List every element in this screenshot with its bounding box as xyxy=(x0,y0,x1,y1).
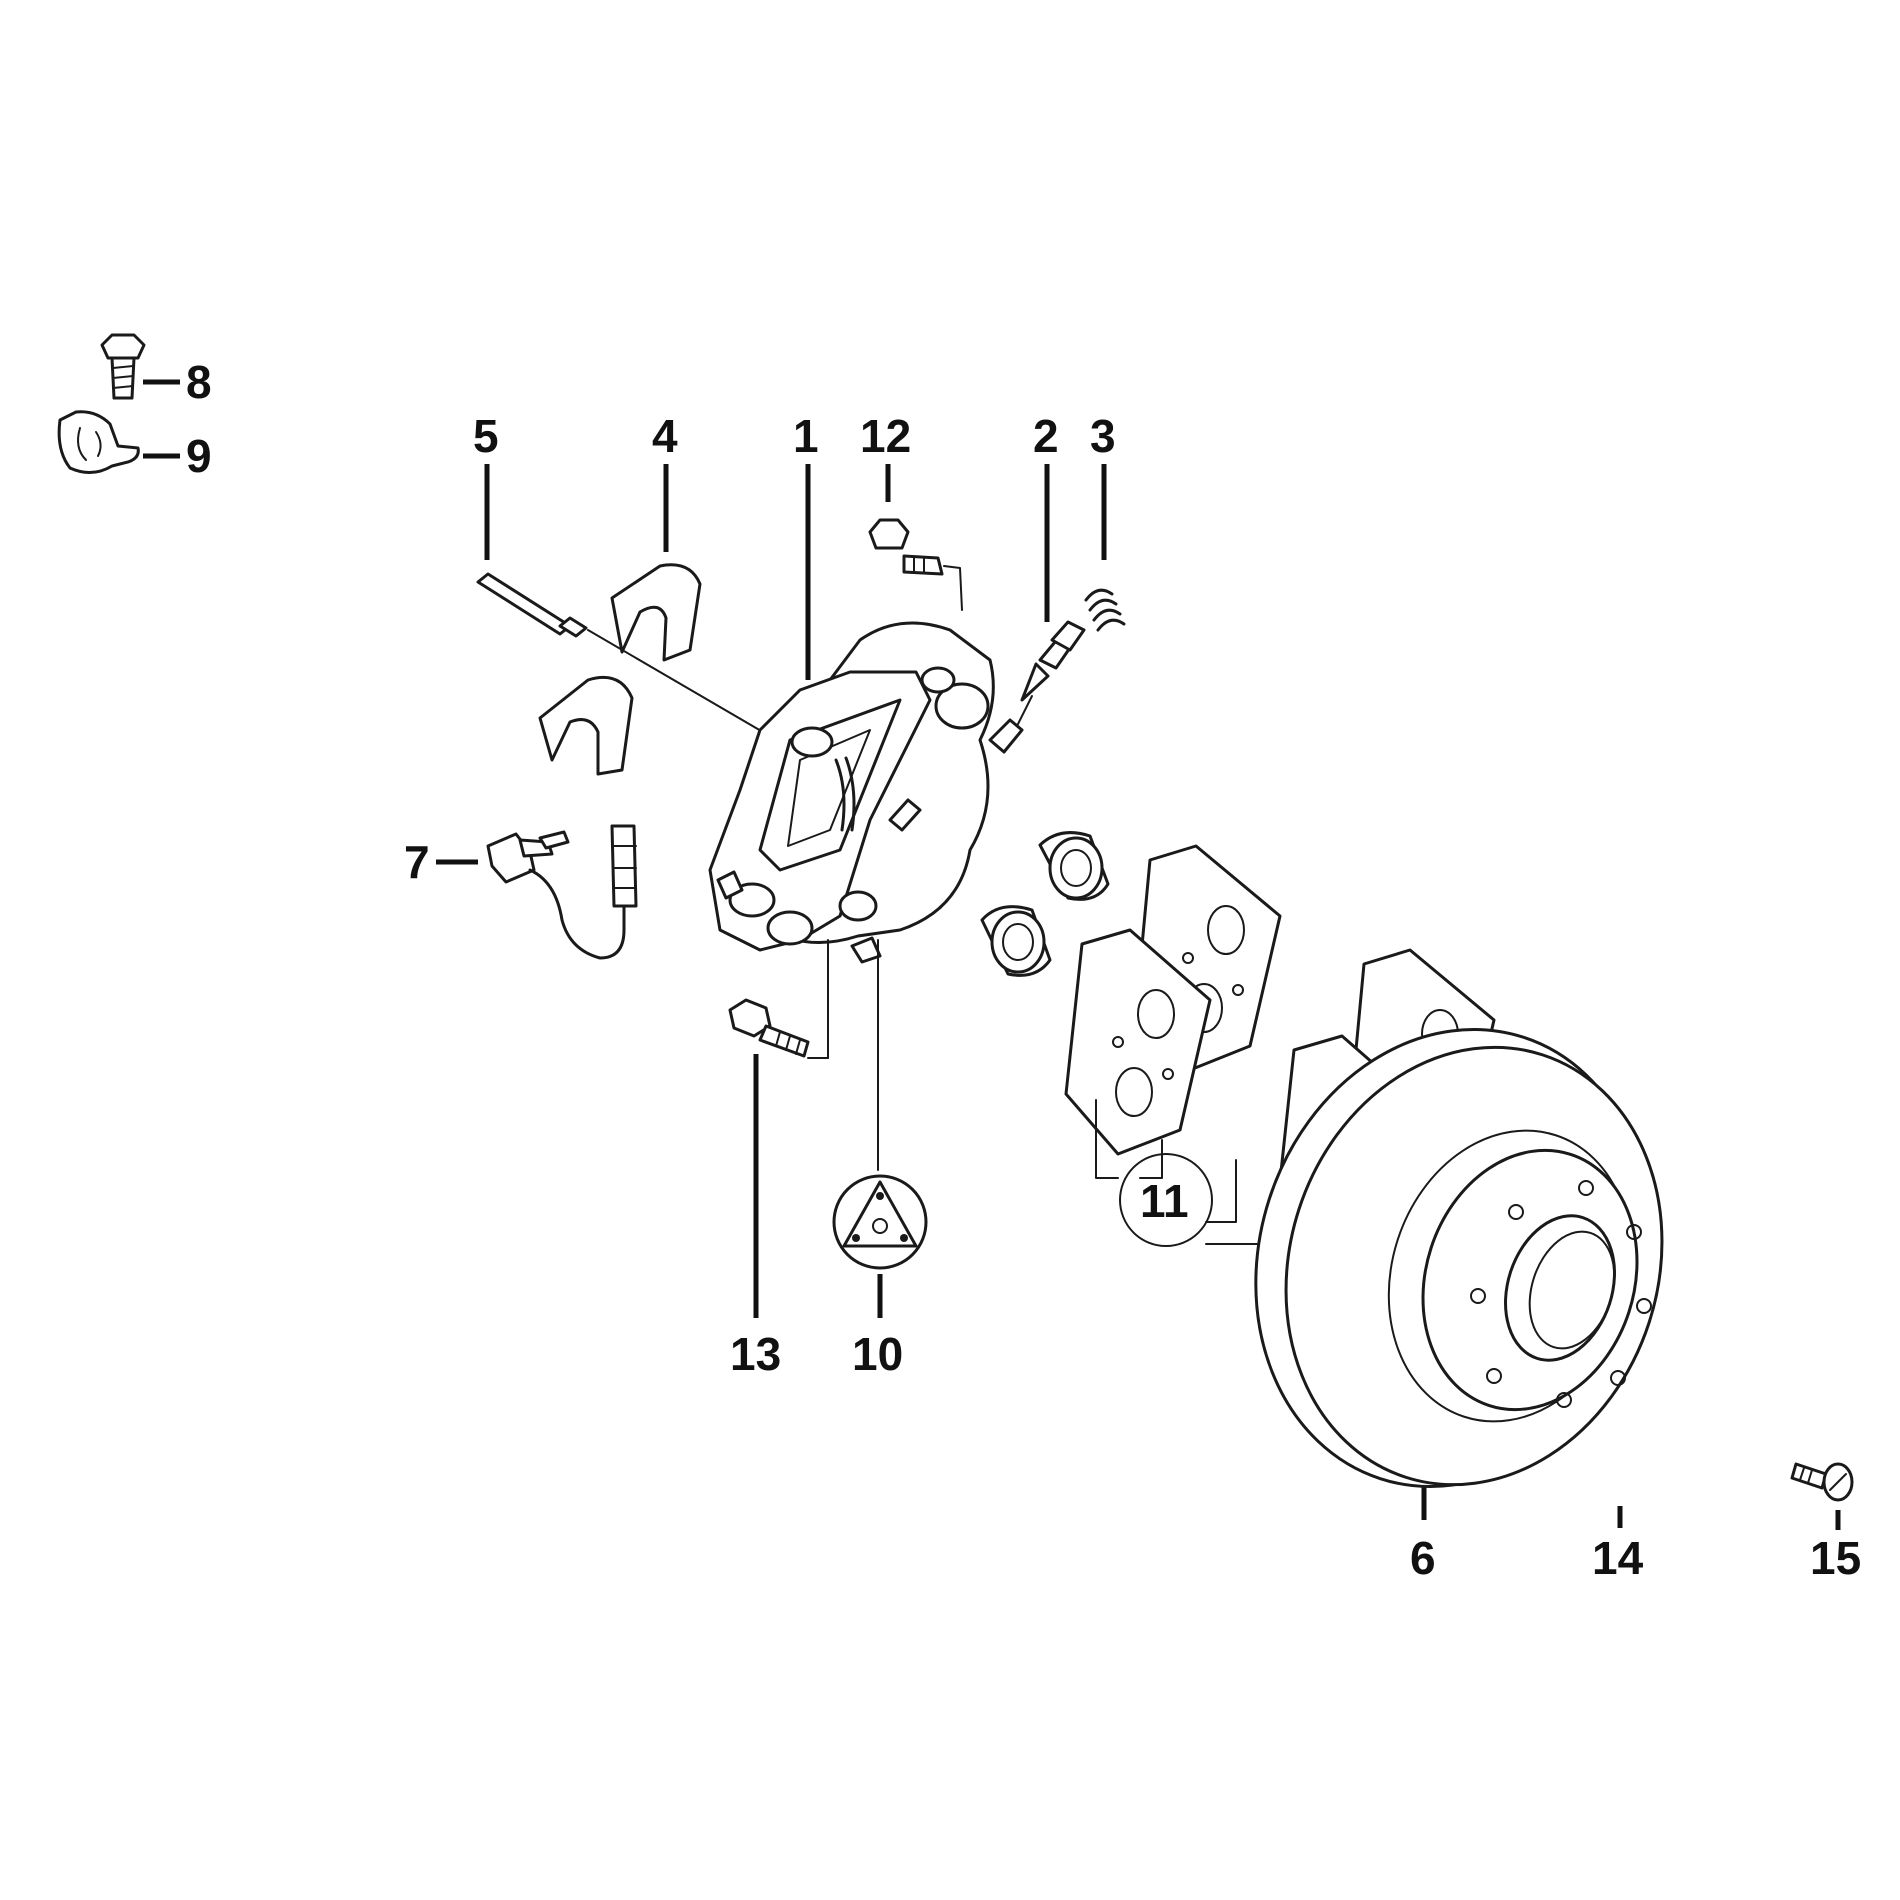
dust-cap-icon xyxy=(868,518,963,611)
brake-caliper-icon xyxy=(708,621,1024,1171)
callout-15: 15 xyxy=(1810,1532,1861,1584)
clip-icon xyxy=(57,410,140,474)
callout-7: 7 xyxy=(404,836,430,888)
callout-1: 1 xyxy=(793,410,819,462)
callout-10: 10 xyxy=(852,1328,903,1380)
callout-5: 5 xyxy=(473,410,499,462)
callout-14: 14 xyxy=(1592,1532,1644,1584)
brake-pad-set-icon xyxy=(538,563,702,776)
callout-circle-11 xyxy=(1119,1153,1213,1247)
callout-2: 2 xyxy=(1033,410,1059,462)
brake-disc-icon xyxy=(1254,1028,1664,1488)
hex-bolt-icon xyxy=(100,333,146,400)
callout-11: 11 xyxy=(1140,1175,1189,1227)
caliper-seal-kit-icon xyxy=(832,1174,928,1270)
anti-rattle-spring-icon xyxy=(1084,588,1126,632)
bleeder-valve-icon xyxy=(1011,620,1086,737)
callout-6: 6 xyxy=(1410,1532,1436,1584)
pad-retaining-pin-icon xyxy=(476,572,781,743)
callout-9: 9 xyxy=(186,430,212,482)
callout-12: 12 xyxy=(860,410,911,462)
hex-bolt-icon xyxy=(728,998,810,1058)
pad-wear-sensor-icon xyxy=(486,824,638,960)
callout-13: 13 xyxy=(730,1328,781,1380)
callout-4: 4 xyxy=(652,410,678,462)
callout-8: 8 xyxy=(186,356,212,408)
callout-3: 3 xyxy=(1090,410,1116,462)
disc-retaining-screw-icon xyxy=(1790,1462,1854,1502)
